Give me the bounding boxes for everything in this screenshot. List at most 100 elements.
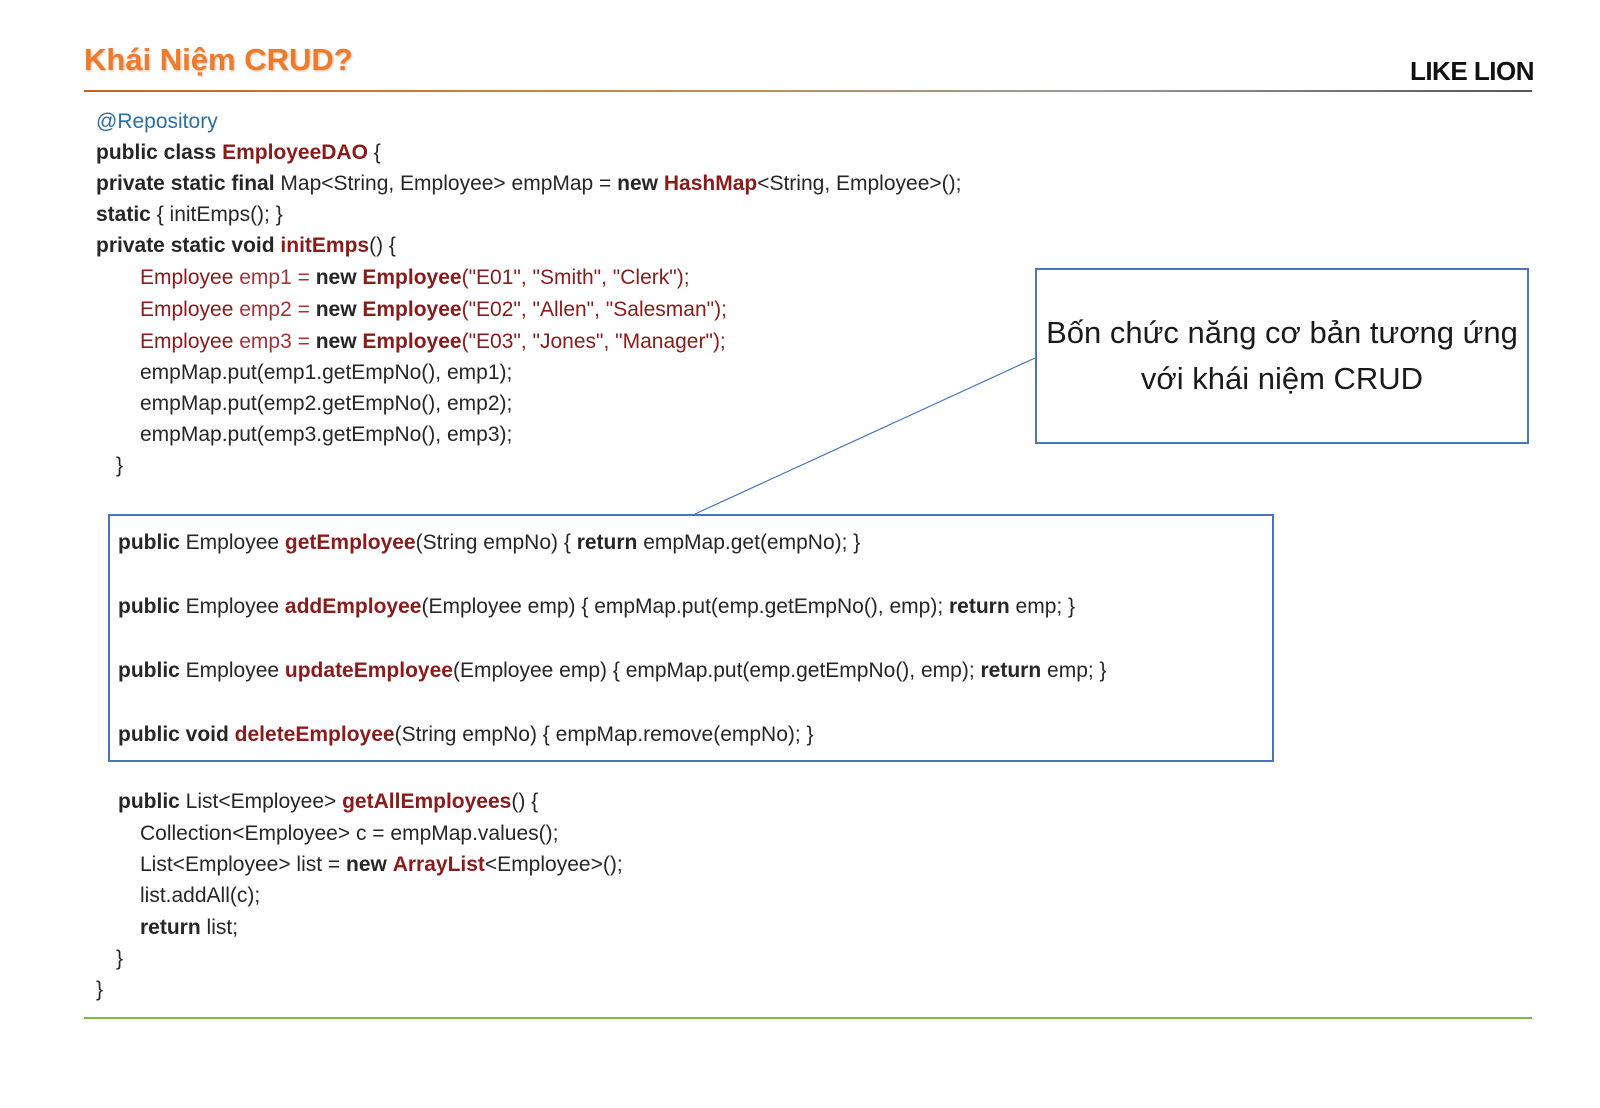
keyword: public xyxy=(118,531,180,554)
keyword: return xyxy=(949,595,1010,618)
string-args: ("E02", "Allen", "Salesman"); xyxy=(461,298,727,321)
code-line-collection: Collection<Employee> c = empMap.values()… xyxy=(140,820,558,848)
type-name: Employee xyxy=(140,330,240,353)
method-name: addEmployee xyxy=(284,595,422,618)
code-text: empMap.put(emp1.getEmpNo(), emp1); xyxy=(140,361,513,384)
code-line-8: Employee emp3 = new Employee("E03", "Jon… xyxy=(140,328,726,356)
code-text: Collection<Employee> c = empMap.values()… xyxy=(140,822,559,845)
code-text: (Employee emp) { empMap.put(emp.getEmpNo… xyxy=(421,595,949,618)
code-text: List<Employee> list = xyxy=(140,853,347,876)
type-name: Employee xyxy=(140,298,240,321)
code-text: <String, Employee>(); xyxy=(757,172,962,195)
keyword: public xyxy=(118,659,180,682)
code-text: emp; } xyxy=(1009,595,1076,618)
annotation: @Repository xyxy=(96,110,218,133)
code-text: (String empNo) { empMap.remove(empNo); } xyxy=(394,723,814,746)
string-args: ("E03", "Jones", "Manager"); xyxy=(461,330,726,353)
code-text: Employee xyxy=(179,659,285,682)
code-line-9: empMap.put(emp1.getEmpNo(), emp1); xyxy=(140,359,512,387)
method-name: initEmps xyxy=(280,234,370,257)
title-divider xyxy=(84,90,1532,92)
code-text: () { xyxy=(369,234,396,257)
variable: emp1 xyxy=(239,266,292,289)
code-text: List<Employee> xyxy=(179,790,343,813)
code-line-getall: public List<Employee> getAllEmployees() … xyxy=(118,788,538,816)
variable: emp2 xyxy=(239,298,292,321)
slide-title: Khái Niệm CRUD? xyxy=(84,42,353,77)
crud-delete-line: public void deleteEmployee(String empNo)… xyxy=(118,721,814,749)
class-name: Employee xyxy=(362,330,462,353)
class-name: ArrayList xyxy=(392,853,485,876)
code-text: empMap.put(emp3.getEmpNo(), emp3); xyxy=(140,423,513,446)
code-text: (Employee emp) { empMap.put(emp.getEmpNo… xyxy=(452,659,981,682)
code-text: } xyxy=(116,454,124,477)
code-text: <Employee>(); xyxy=(484,853,623,876)
code-line-4: static { initEmps(); } xyxy=(96,201,283,229)
type-name: Employee xyxy=(140,266,240,289)
keyword: public xyxy=(118,790,180,813)
code-text: { xyxy=(367,141,381,164)
code-text: empMap.get(empNo); } xyxy=(637,531,861,554)
code-text: = xyxy=(291,298,316,321)
keyword: private static final xyxy=(96,172,275,195)
code-text: (String empNo) { xyxy=(415,531,577,554)
code-text: = xyxy=(291,330,316,353)
code-text: Map<String, Employee> empMap = xyxy=(274,172,618,195)
keyword: new xyxy=(315,298,357,321)
class-name: Employee xyxy=(362,266,462,289)
code-line-6: Employee emp1 = new Employee("E01", "Smi… xyxy=(140,264,690,292)
method-name: deleteEmployee xyxy=(234,723,395,746)
class-name: Employee xyxy=(362,298,462,321)
code-line-10: empMap.put(emp2.getEmpNo(), emp2); xyxy=(140,390,512,418)
footer-divider xyxy=(84,1017,1532,1019)
code-line-2: public class EmployeeDAO { xyxy=(96,139,381,167)
code-text: { initEmps(); } xyxy=(150,203,283,226)
keyword: new xyxy=(315,330,357,353)
string-args: ("E01", "Smith", "Clerk"); xyxy=(461,266,690,289)
keyword: static xyxy=(96,203,151,226)
callout-text: Bốn chức năng cơ bản tương ứng với khái … xyxy=(1046,315,1518,396)
keyword: public void xyxy=(118,723,235,746)
code-line-12: } xyxy=(116,452,123,480)
code-line-addall: list.addAll(c); xyxy=(140,882,260,910)
keyword: public class xyxy=(96,141,223,164)
code-text: = xyxy=(291,266,316,289)
crud-callout-box: Bốn chức năng cơ bản tương ứng với khái … xyxy=(1035,268,1529,444)
method-name: updateEmployee xyxy=(284,659,453,682)
callout-connector xyxy=(694,357,1036,515)
keyword: public xyxy=(118,595,180,618)
code-text: Employee xyxy=(179,595,285,618)
likelion-logo: LIKE LION xyxy=(1409,56,1535,86)
code-line-3: private static final Map<String, Employe… xyxy=(96,170,961,198)
code-line-list: List<Employee> list = new ArrayList<Empl… xyxy=(140,851,623,879)
code-line-7: Employee emp2 = new Employee("E02", "All… xyxy=(140,296,727,324)
keyword: private static void xyxy=(96,234,281,257)
code-line-close-class: } xyxy=(96,976,103,1004)
crud-create-line: public Employee addEmployee(Employee emp… xyxy=(118,593,1075,621)
method-name: getEmployee xyxy=(284,531,416,554)
code-text: list.addAll(c); xyxy=(140,884,261,907)
keyword: new xyxy=(315,266,357,289)
code-line-close-method: } xyxy=(116,945,123,973)
code-text: () { xyxy=(511,790,539,813)
keyword: new xyxy=(617,172,658,195)
code-text: empMap.put(emp2.getEmpNo(), emp2); xyxy=(140,392,513,415)
keyword: return xyxy=(980,659,1042,682)
code-text: } xyxy=(116,947,124,970)
class-name: EmployeeDAO xyxy=(222,141,368,164)
code-text: list; xyxy=(200,916,239,939)
code-line-return: return list; xyxy=(140,914,238,942)
method-name: getAllEmployees xyxy=(342,790,512,813)
code-line-5: private static void initEmps() { xyxy=(96,232,396,260)
keyword: return xyxy=(576,531,638,554)
code-line-1: @Repository xyxy=(96,108,218,136)
class-name: HashMap xyxy=(663,172,758,195)
code-text: Employee xyxy=(179,531,285,554)
keyword: return xyxy=(140,916,201,939)
crud-methods-highlight-box xyxy=(108,514,1274,762)
variable: emp3 xyxy=(239,330,292,353)
keyword: new xyxy=(346,853,387,876)
crud-read-line: public Employee getEmployee(String empNo… xyxy=(118,529,860,557)
